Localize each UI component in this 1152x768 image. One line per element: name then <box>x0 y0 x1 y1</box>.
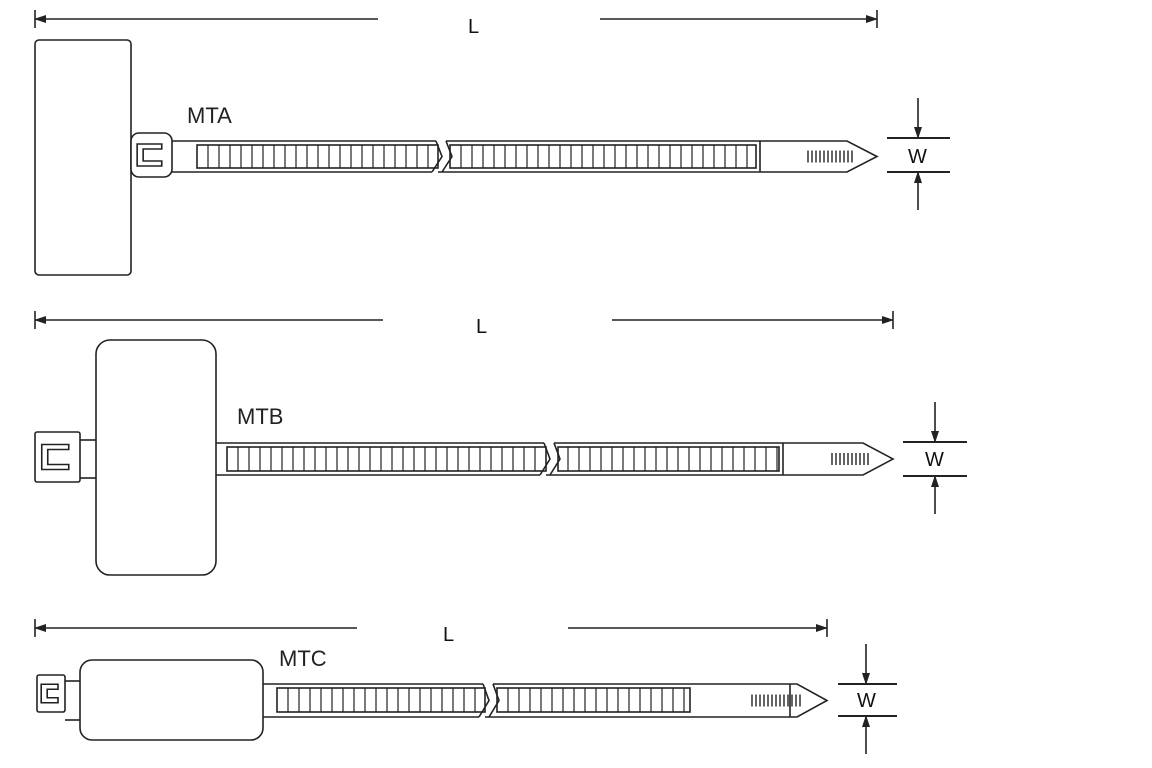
strap-outline <box>172 140 879 173</box>
break-mark <box>441 140 453 173</box>
ratchet-teeth <box>496 687 691 713</box>
tie-mtc: MTC L W <box>34 619 897 754</box>
pawl-icon <box>40 683 59 704</box>
width-label: W <box>925 449 944 471</box>
model-label: MTC <box>279 646 327 671</box>
ratchet-teeth <box>276 687 486 713</box>
model-label: MTA <box>187 103 232 128</box>
ratchet-teeth <box>226 446 547 472</box>
length-label: L <box>468 16 479 38</box>
pawl-icon <box>136 143 163 167</box>
marker-tag <box>79 659 264 741</box>
width-label: W <box>908 146 927 168</box>
length-label: L <box>476 316 487 338</box>
marker-tag <box>95 339 217 576</box>
ratchet-teeth <box>449 144 757 169</box>
pawl-icon <box>40 443 70 471</box>
length-label: L <box>443 624 454 646</box>
strap-outline <box>263 683 829 718</box>
strap-outline <box>216 442 895 476</box>
ratchet-teeth <box>557 446 780 472</box>
tie-mta: MTA L W <box>34 10 950 276</box>
tie-mtb: MTB L W <box>34 311 967 576</box>
width-label: W <box>857 690 876 712</box>
break-mark <box>488 683 500 718</box>
break-mark <box>549 442 561 476</box>
marker-tag <box>34 39 132 276</box>
model-label: MTB <box>237 404 283 429</box>
